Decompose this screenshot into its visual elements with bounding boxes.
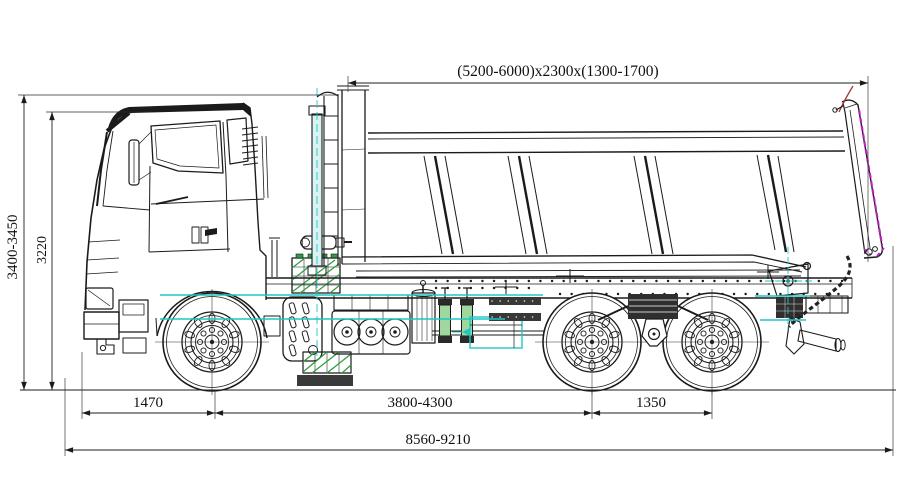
tailgate-safety-chain xyxy=(787,255,852,328)
cab-steps xyxy=(118,299,149,354)
tailgate xyxy=(832,85,885,259)
cab-roof xyxy=(108,103,251,129)
windshield-pillar xyxy=(96,131,108,207)
door-handle xyxy=(205,228,217,236)
air-filter xyxy=(411,280,436,344)
dim-label-front-overhang: 1470 xyxy=(133,395,163,411)
driveline xyxy=(432,330,560,336)
dim-label-cargo-body: (5200-6000)x2300x(1300-1700) xyxy=(457,63,658,80)
fuel-and-air-tanks xyxy=(331,294,411,355)
dim-label-cab-height: 3220 xyxy=(35,236,50,264)
front-bumper xyxy=(83,311,120,355)
front-mudflap xyxy=(263,315,281,337)
door-window xyxy=(150,120,224,174)
base-plate xyxy=(297,375,353,386)
cowl-vents xyxy=(191,226,209,244)
quarter-window xyxy=(226,117,249,165)
front-wheel xyxy=(154,288,270,396)
hydraulic-lift-cylinders xyxy=(438,287,474,343)
side-mirror xyxy=(128,131,152,186)
center-marks xyxy=(495,265,779,294)
tailgate-pivot-arc xyxy=(838,85,854,113)
tow-bracket xyxy=(96,338,115,355)
sun-visor xyxy=(105,111,131,133)
hoist-base-bracket xyxy=(297,351,353,386)
mid-mount-brackets xyxy=(489,297,541,321)
bed-front-wall xyxy=(337,85,369,264)
tailgate-latch xyxy=(865,248,873,256)
dim-label-overall-length: 8560-9210 xyxy=(406,432,471,448)
b-pillar-louvers xyxy=(241,126,259,166)
bed-ribs xyxy=(423,154,795,255)
dim-label-wheelbase: 3800-4300 xyxy=(388,395,453,411)
overlays xyxy=(160,88,852,356)
headlight xyxy=(85,287,114,310)
tailgate-hinge-edge xyxy=(857,109,884,246)
hydraulic-centerlines xyxy=(160,88,812,356)
chassis-frame xyxy=(266,277,853,314)
wiper xyxy=(155,196,189,205)
bed-top-rail xyxy=(367,130,846,154)
exhaust-pipes xyxy=(269,237,280,277)
cab-tilt-cylinder xyxy=(300,235,352,250)
bogie-suspension xyxy=(597,294,709,347)
dim-label-overall-height: 3400-3450 xyxy=(5,215,21,280)
bed-bottom-rail xyxy=(341,254,807,268)
dim-label-rear-axle-spacing: 1350 xyxy=(636,395,666,411)
tipping-pivot xyxy=(802,261,812,271)
cargo-bed xyxy=(341,130,846,278)
rear-hinge-bracket xyxy=(768,263,809,318)
dimension-annotations: (5200-6000)x2300x(1300-1700) 3400-3450 3… xyxy=(5,63,896,456)
rear-crossmember xyxy=(805,295,849,314)
door-edge xyxy=(148,121,265,253)
